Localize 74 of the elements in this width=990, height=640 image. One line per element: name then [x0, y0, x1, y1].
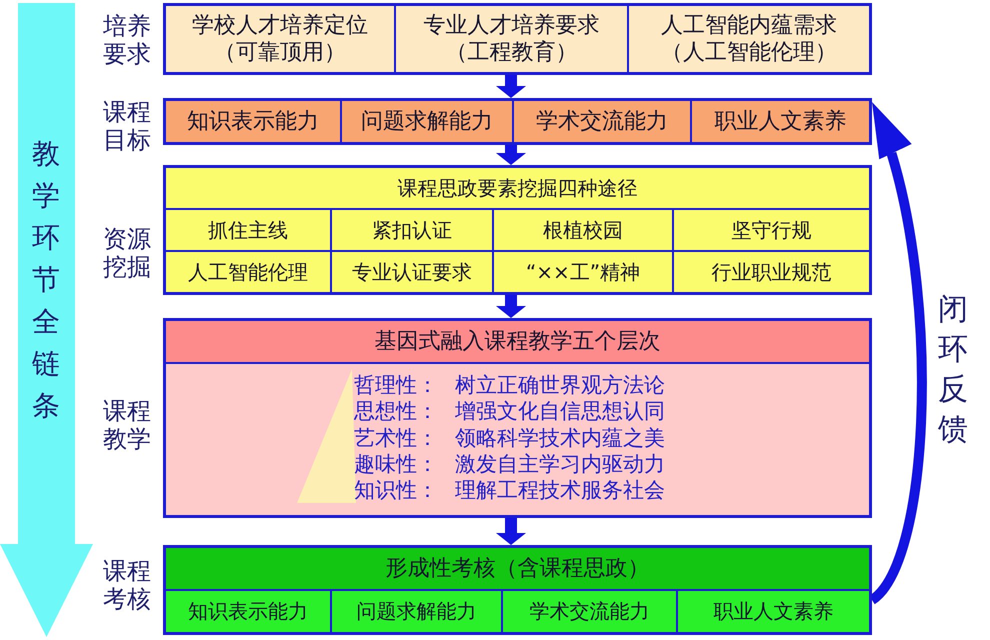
header-text: 课程思政要素挖掘四种途径 — [398, 176, 638, 200]
pathway-label: 坚守行规 — [732, 218, 812, 242]
requirement-box — [166, 6, 394, 72]
stage-label: 课程考核 — [103, 558, 151, 614]
requirement-text: 学校人才培养定位 — [192, 12, 368, 39]
assessment-box — [503, 591, 676, 632]
pathway-box — [674, 210, 869, 250]
assessment-label: 问题求解能力 — [356, 599, 476, 624]
requirement-box — [396, 6, 627, 72]
assessment-label: 学术交流能力 — [530, 599, 650, 624]
level-name: 哲理性： — [354, 372, 438, 398]
stage-frame — [163, 98, 872, 145]
stage-label: 课程教学 — [103, 398, 151, 454]
requirement-note: （人工智能伦理） — [661, 39, 837, 66]
pathway-label: 紧扣认证 — [372, 218, 452, 242]
level-description: 领略科学技术内蕴之美 — [455, 424, 665, 451]
arrow-text: 教学环节全链条 — [32, 136, 60, 424]
flow-arrow — [496, 295, 526, 318]
requirement-note: （可靠顶用） — [214, 39, 346, 66]
header-bar — [166, 548, 869, 589]
objective-box — [514, 101, 690, 142]
header-bar — [166, 168, 869, 208]
edge-label: 闭环反馈 — [938, 291, 968, 449]
assessment-label: 知识表示能力 — [188, 599, 308, 624]
pathway-label: 专业认证要求 — [352, 260, 472, 284]
pathway-label: 人工智能伦理 — [188, 260, 308, 284]
pathway-label: 抓住主线 — [208, 218, 288, 242]
header-bar — [166, 321, 869, 362]
assessment-label: 职业人文素养 — [714, 599, 834, 624]
pathway-label: 行业职业规范 — [712, 260, 832, 284]
objective-label: 学术交流能力 — [536, 108, 668, 136]
stage-frame — [163, 318, 872, 518]
objective-label: 职业人文素养 — [714, 108, 846, 136]
flow-arrow — [496, 518, 526, 545]
header-text: 形成性考核（含课程思政） — [386, 554, 650, 582]
level-name: 思想性： — [354, 398, 438, 424]
stage-label: 课程目标 — [103, 99, 151, 154]
pathway-label: “××工”精神 — [526, 260, 640, 284]
level-description: 激发自主学习内驱动力 — [455, 450, 665, 477]
pathway-box — [674, 252, 869, 292]
stage-label: 资源挖掘 — [103, 226, 151, 282]
requirement-note: （工程教育） — [446, 39, 578, 66]
stage-frame — [163, 3, 872, 75]
flow-arrow — [496, 145, 526, 165]
level-description: 树立正确世界观方法论 — [455, 372, 665, 398]
pathway-box — [332, 210, 492, 250]
level-name: 知识性： — [354, 477, 438, 504]
objective-box — [166, 101, 340, 142]
level-description: 增强文化自信思想认同 — [455, 398, 665, 424]
pathway-box — [494, 252, 672, 292]
objective-label: 知识表示能力 — [187, 108, 319, 136]
pathway-label: 根植校园 — [543, 218, 623, 242]
stage-frame — [163, 165, 872, 295]
level-name: 趣味性： — [354, 450, 438, 477]
level-name: 艺术性： — [354, 424, 438, 451]
pathway-box — [494, 210, 672, 250]
requirement-text: 专业人才培养要求 — [424, 12, 600, 39]
flow-arrow — [496, 75, 526, 98]
assessment-box — [332, 591, 501, 632]
objective-label: 问题求解能力 — [361, 108, 493, 136]
pathway-box — [166, 210, 330, 250]
stage-frame — [163, 545, 872, 635]
objective-box — [692, 101, 869, 142]
assessment-box — [678, 591, 869, 632]
pathway-box — [332, 252, 492, 292]
objective-box — [342, 101, 512, 142]
levels-panel — [166, 364, 869, 515]
assessment-box — [166, 591, 330, 632]
requirement-box — [629, 6, 869, 72]
level-description: 理解工程技术服务社会 — [455, 477, 665, 504]
requirement-text: 人工智能内蕴需求 — [661, 12, 837, 39]
stage-label: 培养要求 — [103, 13, 151, 68]
header-text: 基因式融入课程教学五个层次 — [374, 328, 660, 356]
pathway-box — [166, 252, 330, 292]
